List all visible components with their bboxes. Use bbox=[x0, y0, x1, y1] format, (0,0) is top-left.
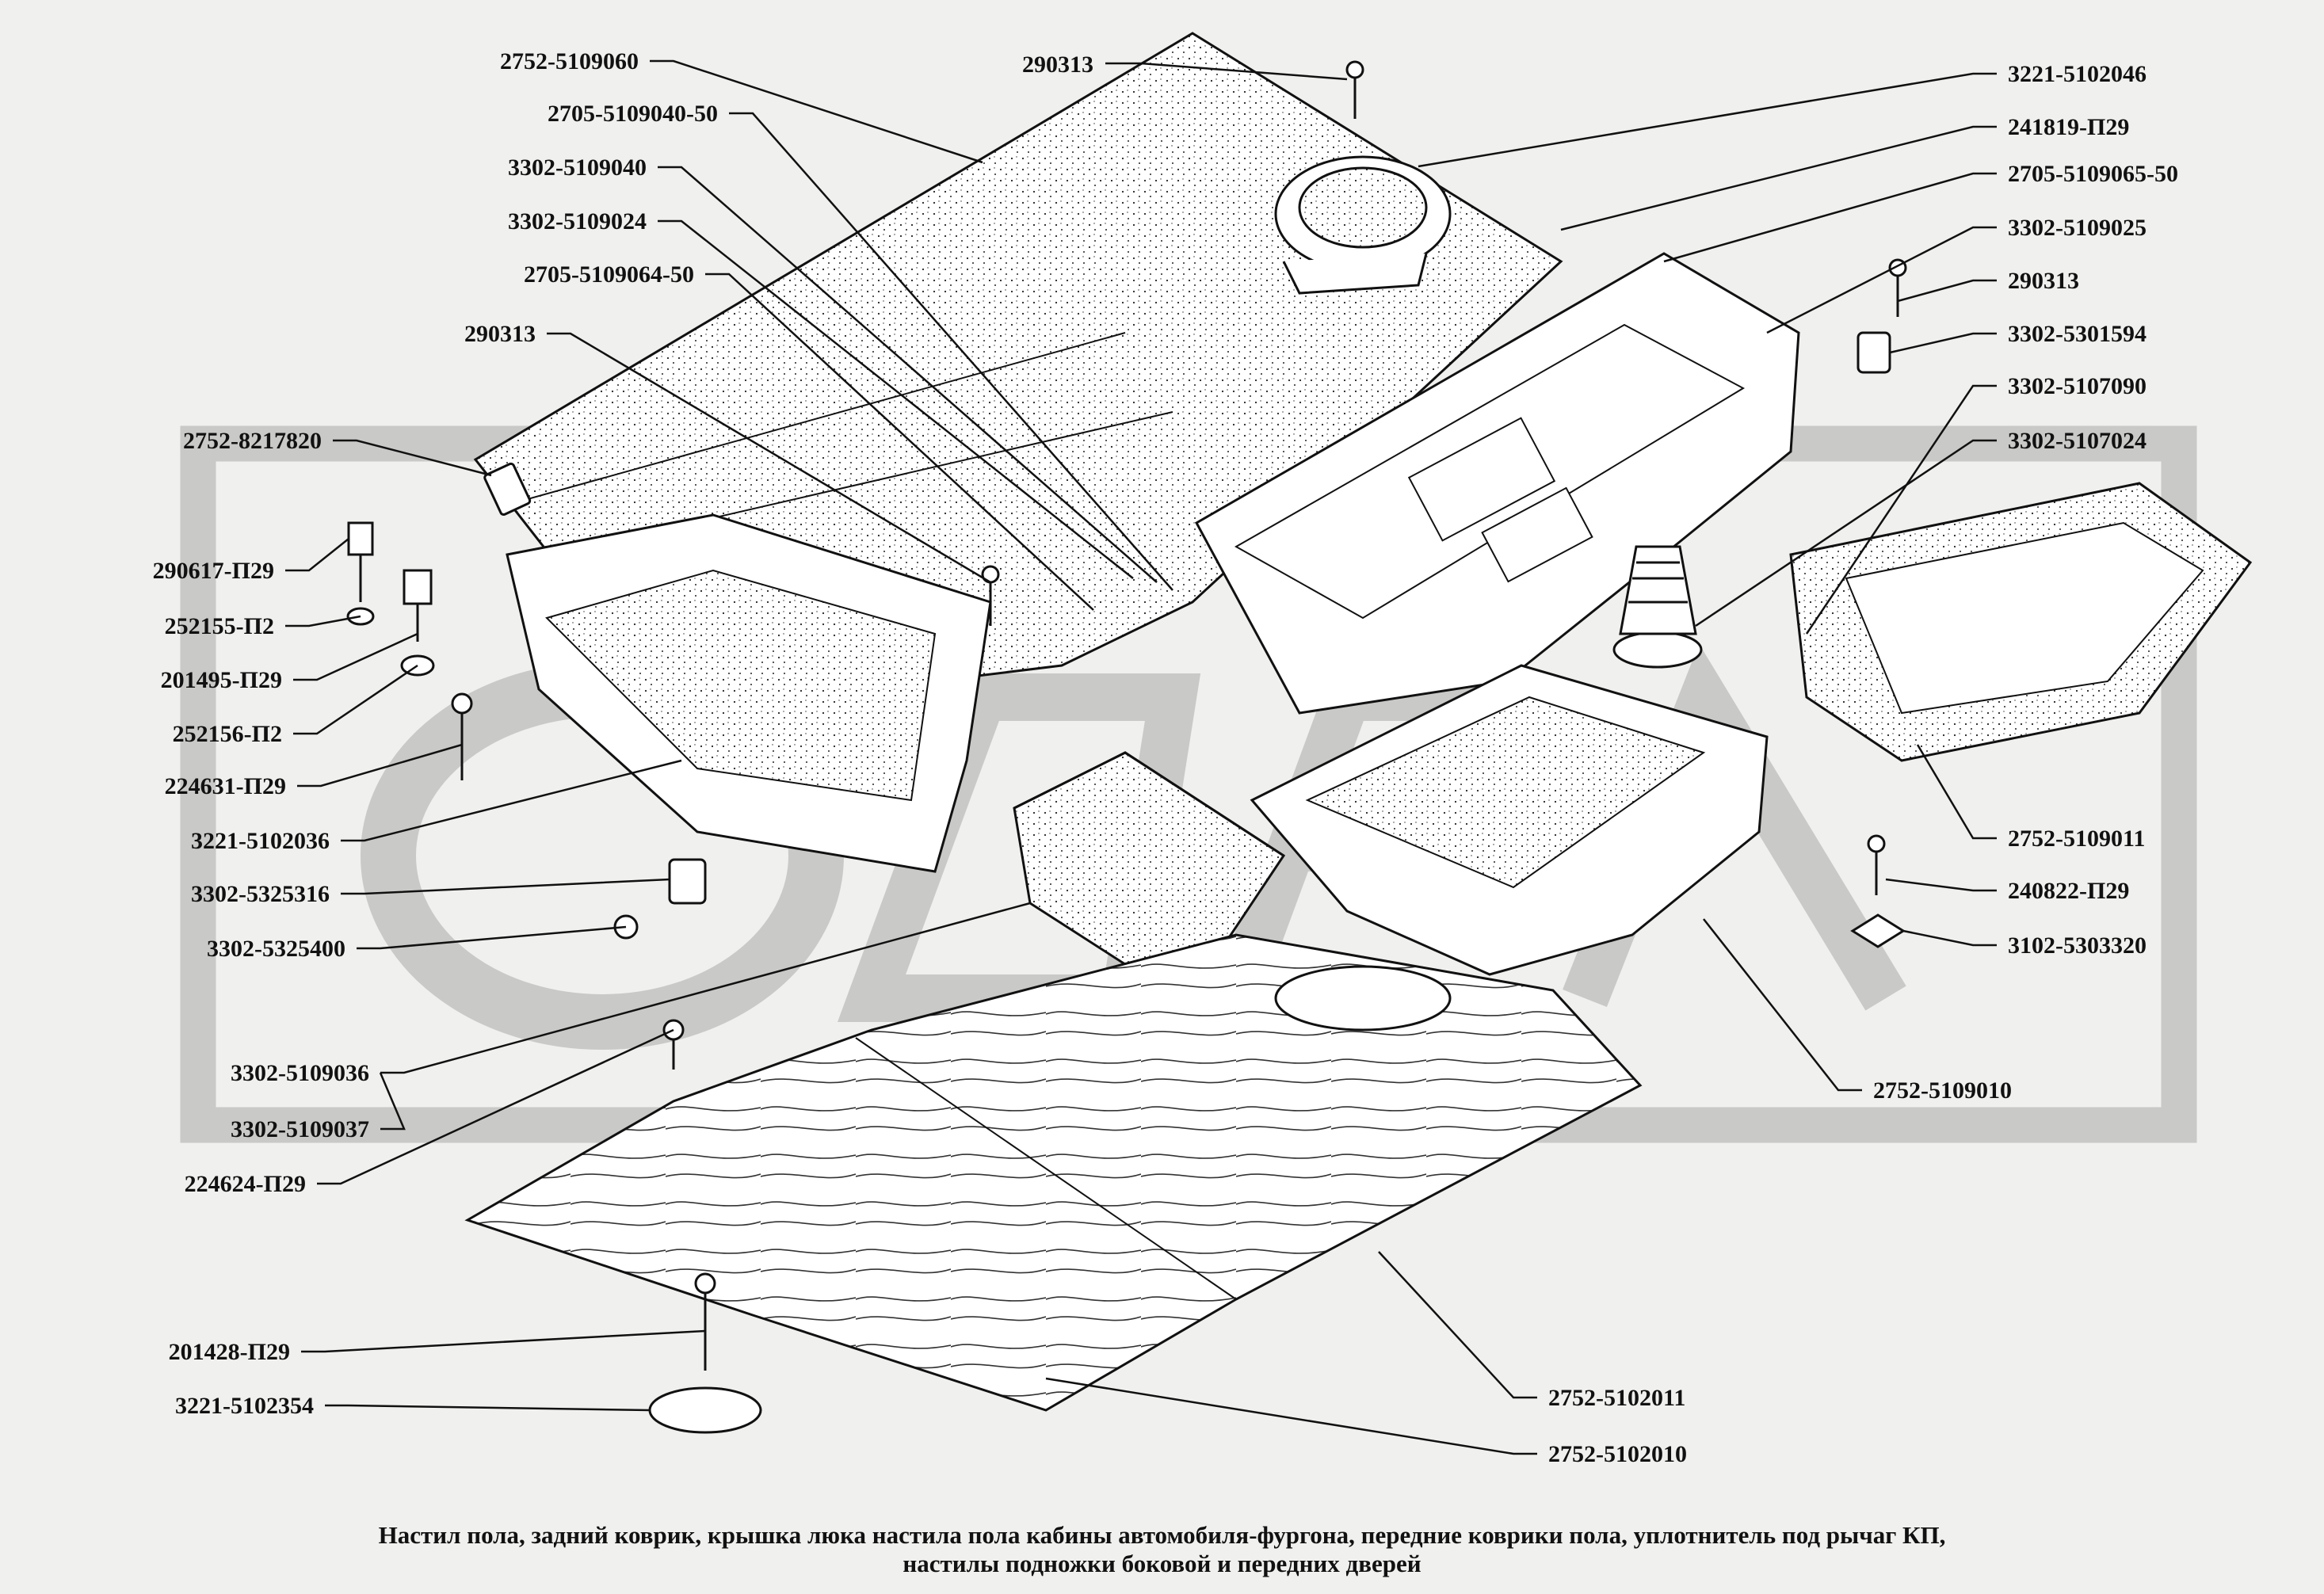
leader-line bbox=[379, 1072, 406, 1131]
part-number-right: 241819-П29 bbox=[2008, 114, 2129, 140]
part-number-right: 240822-П29 bbox=[2008, 878, 2129, 904]
part-number-right: 3302-5107090 bbox=[2008, 373, 2147, 399]
part-number-left: 3302-5109024 bbox=[508, 208, 647, 235]
leader-line bbox=[1105, 62, 1348, 81]
part-number-right: 2752-5102011 bbox=[1548, 1385, 1685, 1411]
part-number-right: 2752-5102010 bbox=[1548, 1441, 1687, 1467]
part-number-left: 3221-5102036 bbox=[191, 828, 330, 854]
part-number-left: 3302-5109036 bbox=[231, 1060, 369, 1086]
leader-line bbox=[1885, 878, 1997, 892]
leader-line bbox=[1916, 744, 1997, 840]
leader-line bbox=[658, 219, 1134, 579]
part-number-right: 2752-5109011 bbox=[2008, 826, 2145, 852]
front-right-mat bbox=[1789, 482, 2253, 762]
part-number-left: 2752-8217820 bbox=[183, 428, 322, 454]
right-label-column: 3221-5102046 241819-П29 2705-5109065-50 330… bbox=[1548, 61, 2178, 1467]
leader-line bbox=[301, 1329, 706, 1353]
leader-line bbox=[1663, 172, 1997, 263]
leader-line bbox=[325, 1404, 651, 1412]
part-number-left: 224624-П29 bbox=[185, 1171, 306, 1197]
leader-line bbox=[341, 878, 670, 895]
part-number-top: 290313 bbox=[1022, 51, 1093, 78]
leader-line bbox=[293, 664, 418, 735]
leader-lines bbox=[285, 59, 1997, 1455]
part-number-left: 3302-5325400 bbox=[207, 936, 345, 962]
part-number-left: 2705-5109064-50 bbox=[524, 261, 694, 288]
leader-line bbox=[1897, 279, 1997, 303]
part-number-right: 3302-5301594 bbox=[2008, 321, 2147, 347]
part-number-right: 2705-5109065-50 bbox=[2008, 161, 2178, 187]
leader-line bbox=[729, 112, 1173, 591]
wooden-floor-panel bbox=[464, 933, 1643, 1412]
part-number-left: 201428-П29 bbox=[169, 1339, 290, 1365]
fasteners bbox=[346, 60, 1907, 1434]
leader-line bbox=[1902, 929, 1997, 947]
part-number-left: 252155-П2 bbox=[165, 613, 274, 639]
leader-line bbox=[293, 632, 418, 681]
hatch-cover bbox=[1274, 155, 1452, 295]
leader-line bbox=[317, 1028, 674, 1185]
part-number-left: 2705-5109040-50 bbox=[548, 101, 718, 127]
part-number-left: 3302-5109040 bbox=[508, 154, 647, 181]
part-number-right: 3102-5303320 bbox=[2008, 932, 2147, 959]
leader-line bbox=[1418, 72, 1997, 168]
tunnel-plate bbox=[1194, 252, 1800, 715]
leader-line bbox=[285, 615, 361, 627]
part-number-left: 201495-П29 bbox=[161, 667, 282, 693]
caption-line-2: настилы подножки боковой и передних двер… bbox=[903, 1550, 1421, 1577]
leader-line bbox=[285, 538, 349, 572]
left-label-column: 2752-5109060 2705-5109040-50 3302-5109040 3… bbox=[153, 48, 718, 1419]
leader-line bbox=[357, 925, 627, 950]
leader-line bbox=[341, 759, 682, 842]
leader-line bbox=[1045, 1377, 1537, 1455]
part-number-left: 290617-П29 bbox=[153, 558, 274, 584]
part-number-right: 3302-5109025 bbox=[2008, 215, 2147, 241]
part-number-left: 290313 bbox=[464, 321, 536, 347]
leader-line bbox=[1695, 439, 1997, 627]
part-number-left: 2752-5109060 bbox=[500, 48, 639, 74]
leader-line bbox=[380, 902, 1031, 1074]
part-number-right: 290313 bbox=[2008, 268, 2079, 294]
leader-line bbox=[1703, 918, 1862, 1092]
leader-line bbox=[705, 273, 1094, 611]
leader-line bbox=[1766, 226, 1997, 334]
part-number-right: 3221-5102046 bbox=[2008, 61, 2147, 87]
gear-lever-boot bbox=[1612, 545, 1703, 669]
part-number-left: 252156-П2 bbox=[173, 721, 282, 747]
part-number-left: 3221-5102354 bbox=[175, 1393, 314, 1419]
part-number-right: 3302-5107024 bbox=[2008, 428, 2147, 454]
leader-line bbox=[650, 59, 983, 164]
leader-line bbox=[297, 743, 463, 787]
leader-line bbox=[333, 439, 492, 477]
front-left-mat bbox=[1250, 664, 1769, 976]
leader-line bbox=[1560, 125, 1997, 231]
rear-tub bbox=[506, 513, 992, 873]
part-number-left: 3302-5109037 bbox=[231, 1116, 369, 1142]
leader-line bbox=[547, 332, 991, 584]
part-number-left: 224631-П29 bbox=[165, 773, 286, 799]
leader-line bbox=[1805, 384, 1997, 635]
caption-line-1: Настил пола, задний коврик, крышка люка … bbox=[378, 1521, 1946, 1549]
part-number-left: 3302-5325316 bbox=[191, 881, 330, 907]
part-number-right: 2752-5109010 bbox=[1873, 1077, 2012, 1104]
leader-line bbox=[1889, 332, 1997, 354]
leader-line bbox=[658, 166, 1158, 583]
leader-line bbox=[1378, 1251, 1537, 1399]
